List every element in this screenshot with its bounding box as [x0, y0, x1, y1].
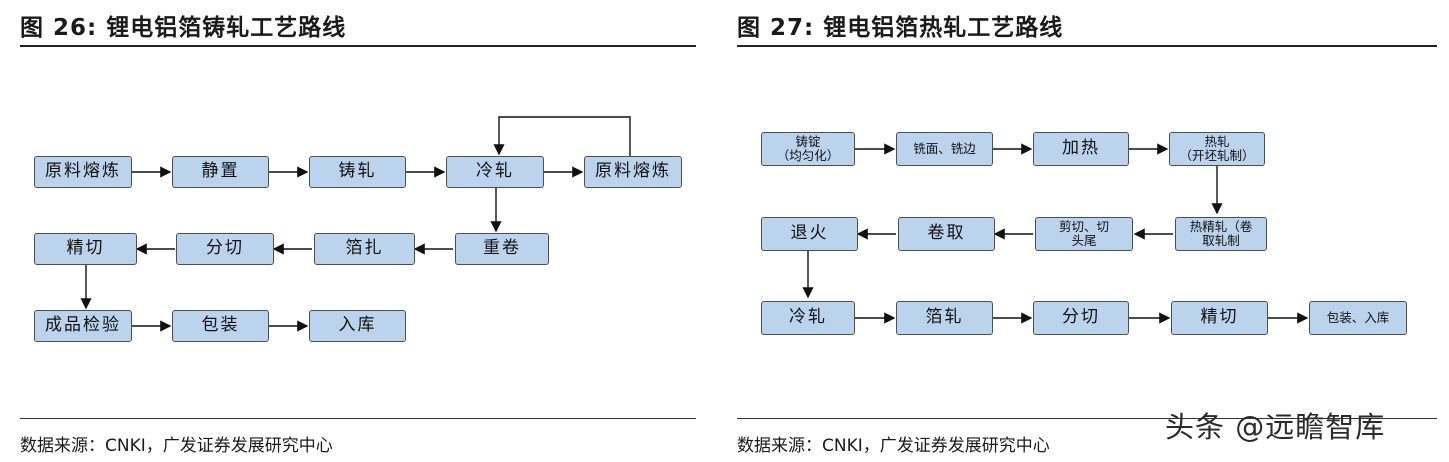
node-cold-roll: 冷轧: [446, 156, 544, 188]
node-anneal: 退火: [761, 217, 858, 251]
node-rewind: 重卷: [455, 233, 549, 265]
node-fine-cut: 精切: [34, 233, 137, 265]
node-coil: 卷取: [898, 217, 995, 251]
figure-26-source: 数据来源：CNKI，广发证券发展研究中心: [20, 436, 333, 456]
node-split: 分切: [1033, 301, 1129, 335]
node-cold-roll: 冷轧: [761, 301, 855, 335]
node-split: 分切: [176, 233, 274, 265]
bottom-divider: [737, 418, 1437, 419]
title-divider: [20, 45, 696, 47]
node-shear: 剪切、切 头尾: [1035, 217, 1133, 251]
watermark: 头条 @远瞻智库: [1165, 410, 1386, 444]
node-store: 入库: [309, 310, 406, 342]
figure-26-arrows: [80, 116, 631, 332]
figure-27-arrows: [802, 143, 1309, 324]
node-foil-roll: 箔扎: [314, 233, 415, 265]
title-divider: [737, 45, 1437, 47]
node-hot-finish: 热精轧（卷 取轧制: [1175, 217, 1267, 251]
node-settle: 静置: [172, 156, 269, 188]
node-foil-roll: 箔轧: [896, 301, 993, 335]
node-raw-melt-1: 原料熔炼: [34, 156, 132, 188]
figure-26-title: 图 26: 锂电铝箔铸轧工艺路线: [20, 15, 347, 41]
figure-27-title: 图 27: 锂电铝箔热轧工艺路线: [737, 15, 1064, 41]
node-raw-melt-2: 原料熔炼: [584, 156, 682, 188]
bottom-divider: [20, 418, 696, 419]
node-heat: 加热: [1033, 132, 1129, 166]
node-package: 包装、入库: [1309, 301, 1407, 335]
figure-26-panel: 图 26: 锂电铝箔铸轧工艺路线 原料熔炼 静置 铸轧 冷轧 原料熔炼 精切 分…: [20, 0, 696, 462]
figure-27-panel: 图 27: 锂电铝箔热轧工艺路线 铸锭 （均匀化） 铣面、铣边 加热 热轧 （开…: [737, 0, 1437, 462]
figure-27-source: 数据来源：CNKI，广发证券发展研究中心: [737, 436, 1050, 456]
node-package: 包装: [172, 310, 269, 342]
node-inspect: 成品检验: [34, 310, 132, 342]
node-hot-roll: 热轧 （开坯轧制）: [1169, 132, 1265, 166]
node-mill: 铣面、铣边: [896, 132, 993, 166]
node-cast-roll: 铸轧: [309, 156, 406, 188]
node-fine-cut: 精切: [1171, 301, 1268, 335]
node-ingot: 铸锭 （均匀化）: [761, 132, 855, 166]
